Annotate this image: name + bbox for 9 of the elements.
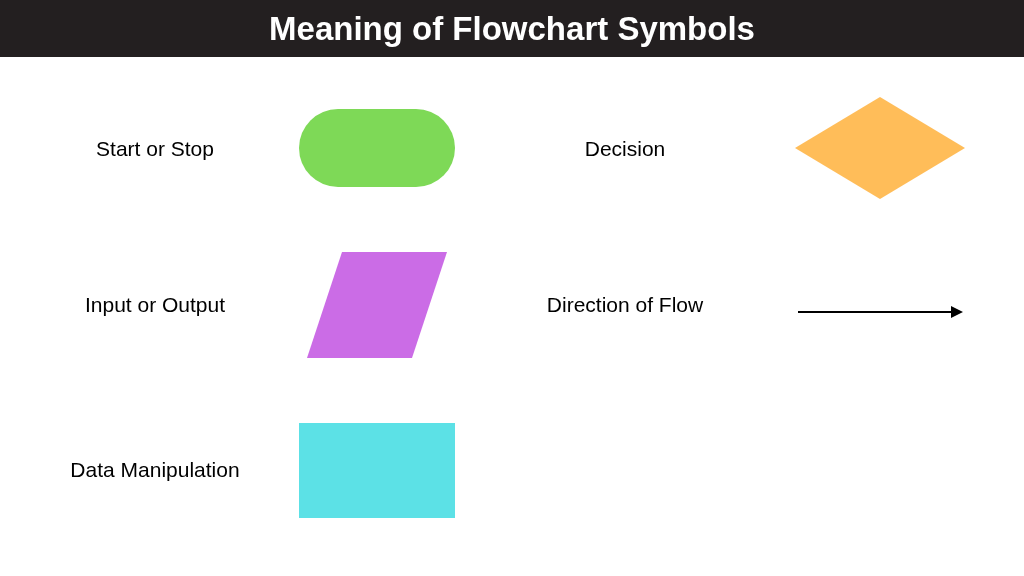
decision-diamond <box>795 97 965 199</box>
process-rectangle <box>299 423 455 518</box>
legend-label: Input or Output <box>84 292 226 319</box>
legend-label: Decision <box>584 136 666 163</box>
input-output-parallelogram <box>307 252 447 358</box>
legend-label: Start or Stop <box>96 136 214 163</box>
legend-label: Direction of Flow <box>546 292 704 319</box>
title-bar: Meaning of Flowchart Symbols <box>0 0 1024 57</box>
legend-label: Data Manipulation <box>70 457 240 484</box>
